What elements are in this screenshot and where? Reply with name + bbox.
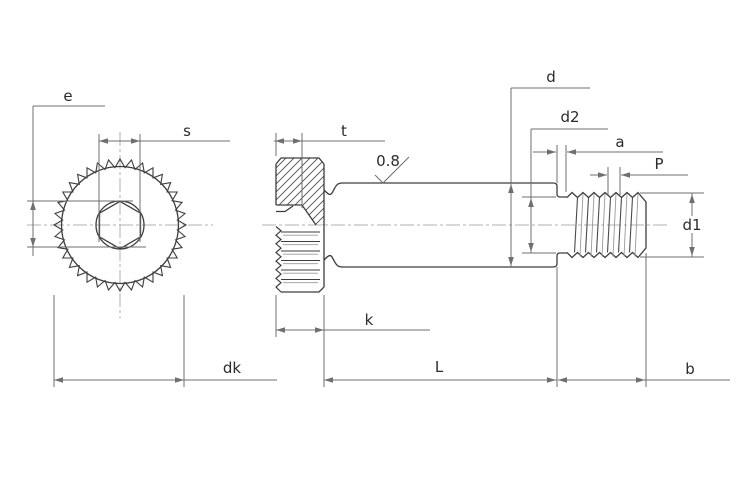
arrowhead <box>131 138 140 144</box>
hatch-line <box>276 158 324 225</box>
arrowhead <box>175 377 184 383</box>
hatch-line <box>276 158 293 225</box>
dimension-a-lines <box>533 145 663 192</box>
label-dk: dk <box>223 359 242 377</box>
arrowhead <box>528 243 534 252</box>
serration-zigzag <box>275 226 282 293</box>
thread-outline <box>566 191 647 259</box>
dimension-arrows <box>30 138 695 383</box>
hatch-line <box>276 158 324 225</box>
label-d: d <box>546 68 556 86</box>
knurl-teeth <box>52 157 188 293</box>
label-P: P <box>654 155 663 173</box>
hatch-line <box>276 158 324 225</box>
head-neck-fillet-top <box>323 182 342 196</box>
thread-flanks <box>573 193 639 257</box>
dimension-t-lines <box>274 133 385 208</box>
label-surface-finish: 0.8 <box>376 152 400 170</box>
label-k: k <box>365 311 374 329</box>
dimension-labels: e s t 0.8 d d2 a P d1 k dk L b <box>63 68 705 378</box>
arrowhead <box>528 198 534 207</box>
arrowhead <box>99 138 108 144</box>
head-outline <box>275 157 325 293</box>
label-a: a <box>615 133 624 151</box>
arrowhead <box>558 377 567 383</box>
hatch-line <box>301 158 324 225</box>
arrowhead <box>598 172 607 178</box>
arrowhead <box>689 247 695 256</box>
head-neck-fillet-bottom <box>323 254 342 268</box>
arrowhead <box>276 327 285 333</box>
arrowhead <box>293 138 302 144</box>
hatch-line <box>276 158 285 225</box>
section-hatching <box>276 158 324 225</box>
arrowhead <box>567 149 576 155</box>
arrowhead <box>636 377 645 383</box>
label-s: s <box>183 122 191 140</box>
centerlines <box>27 132 668 318</box>
dimension-b-lines <box>558 253 730 387</box>
thread-flank <box>617 197 623 253</box>
arrowhead <box>315 327 324 333</box>
dimensions <box>27 87 730 387</box>
dimension-k-lines <box>275 295 430 387</box>
arrowhead <box>275 138 284 144</box>
thread-flank-light <box>623 193 628 257</box>
hatch-line <box>277 158 324 225</box>
thread-flank <box>628 197 634 253</box>
thread-flank-light <box>601 193 606 257</box>
arrowhead <box>30 238 36 247</box>
dimension-e-lines <box>27 105 146 256</box>
dimension-dk-lines <box>53 295 277 387</box>
shank-outline <box>341 182 567 268</box>
label-d1-mask <box>679 216 705 233</box>
side-view <box>275 157 647 293</box>
hatch-line <box>276 158 324 225</box>
hatch-line <box>276 158 309 225</box>
label-L: L <box>435 358 444 376</box>
dimension-P-lines <box>590 167 688 195</box>
arrowhead <box>508 257 514 266</box>
label-t: t <box>341 122 347 140</box>
arrowhead <box>547 377 556 383</box>
head-blank-circle <box>60 165 180 285</box>
hatch-line <box>309 158 324 225</box>
arrowhead <box>547 149 556 155</box>
hatch-line <box>276 158 317 225</box>
label-d1: d1 <box>682 216 701 234</box>
thread-flank <box>573 197 579 253</box>
thread-flank-light <box>579 193 584 257</box>
hex-socket-section <box>276 204 317 226</box>
arrowhead <box>689 194 695 203</box>
knurl-ring <box>52 157 188 293</box>
arrowhead <box>324 377 333 383</box>
dimension-L-lines <box>324 267 558 387</box>
thread-flank-light <box>634 193 639 257</box>
arrowhead <box>508 184 514 193</box>
hatch-line <box>276 158 301 225</box>
surface-finish-icon <box>374 156 410 184</box>
arrowhead <box>54 377 63 383</box>
label-e: e <box>63 87 72 105</box>
dimension-d-lines <box>510 87 590 267</box>
dimension-d2-lines <box>522 128 608 254</box>
thread-flank <box>584 197 590 253</box>
thread-flank <box>595 197 601 253</box>
thread-flank-light <box>612 193 617 257</box>
label-d2: d2 <box>560 108 579 126</box>
dimension-s-lines <box>98 134 230 242</box>
thread-flank <box>606 197 612 253</box>
arrowhead <box>30 201 36 210</box>
knurl-bands <box>281 231 320 284</box>
arrowhead <box>621 172 630 178</box>
label-b: b <box>685 360 695 378</box>
knurl-serration-edge <box>275 226 282 293</box>
thread-flank-light <box>590 193 595 257</box>
